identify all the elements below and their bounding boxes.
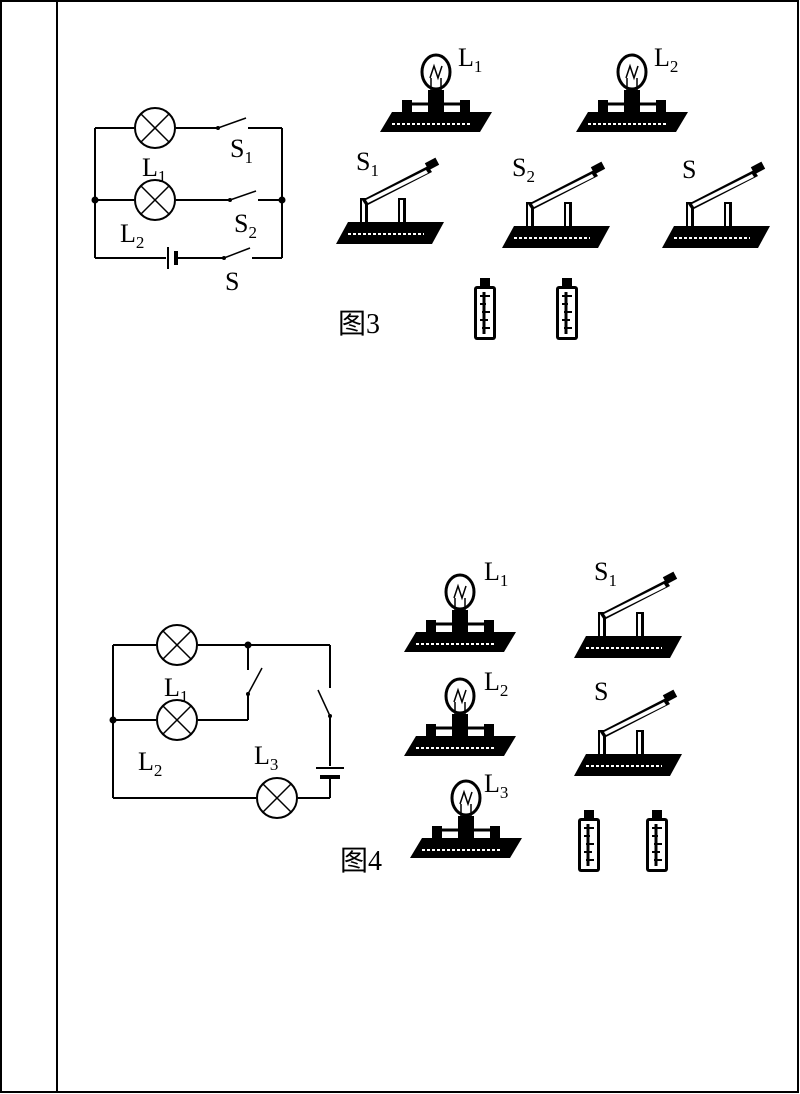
component-label: S1 xyxy=(594,557,617,590)
figure3-labels: S1 L1 L2 S2 S 图3 xyxy=(120,134,380,340)
component-label: S1 xyxy=(356,147,379,180)
lamp-bottom-label: L2 xyxy=(120,219,144,252)
component-label: S2 xyxy=(512,153,535,186)
lamp-symbol xyxy=(156,624,198,666)
component-label: S xyxy=(682,155,696,184)
switch-board xyxy=(573,688,683,777)
lamp2-label: L2 xyxy=(138,747,162,780)
figure3-schematic xyxy=(91,107,286,269)
component-label: L2 xyxy=(484,667,508,700)
figure3-components: L1 L2 S1 S2 S xyxy=(335,43,771,342)
lamp-symbol xyxy=(134,107,176,149)
figure4-components: L1 L2 L3 S1 S xyxy=(402,557,683,874)
figure4-caption: 图4 xyxy=(340,846,382,877)
component-label: L3 xyxy=(484,769,508,802)
figure4-schematic xyxy=(109,624,344,819)
lamp1-label: L1 xyxy=(164,673,188,706)
battery xyxy=(644,808,670,874)
switch-board xyxy=(661,160,771,249)
switch-board xyxy=(335,156,445,245)
switch1-label: S1 xyxy=(230,134,253,167)
main-switch-label: S xyxy=(225,267,239,296)
battery xyxy=(472,276,498,342)
figure4-labels: L1 L2 L3 图4 xyxy=(138,673,382,877)
component-label: S xyxy=(594,677,608,706)
lamp-symbol xyxy=(156,699,198,741)
lamp3-label: L3 xyxy=(254,741,278,774)
component-label: L1 xyxy=(484,557,508,590)
switch2-label: S2 xyxy=(234,209,257,242)
component-label: L1 xyxy=(458,43,482,76)
lamp-symbol xyxy=(256,777,298,819)
switch-board xyxy=(573,570,683,659)
battery xyxy=(554,276,580,342)
battery xyxy=(576,808,602,874)
lamp-top-label: L1 xyxy=(142,153,166,186)
component-label: L2 xyxy=(654,43,678,76)
figure3-caption: 图3 xyxy=(338,309,380,340)
lamp-symbol xyxy=(134,179,176,221)
